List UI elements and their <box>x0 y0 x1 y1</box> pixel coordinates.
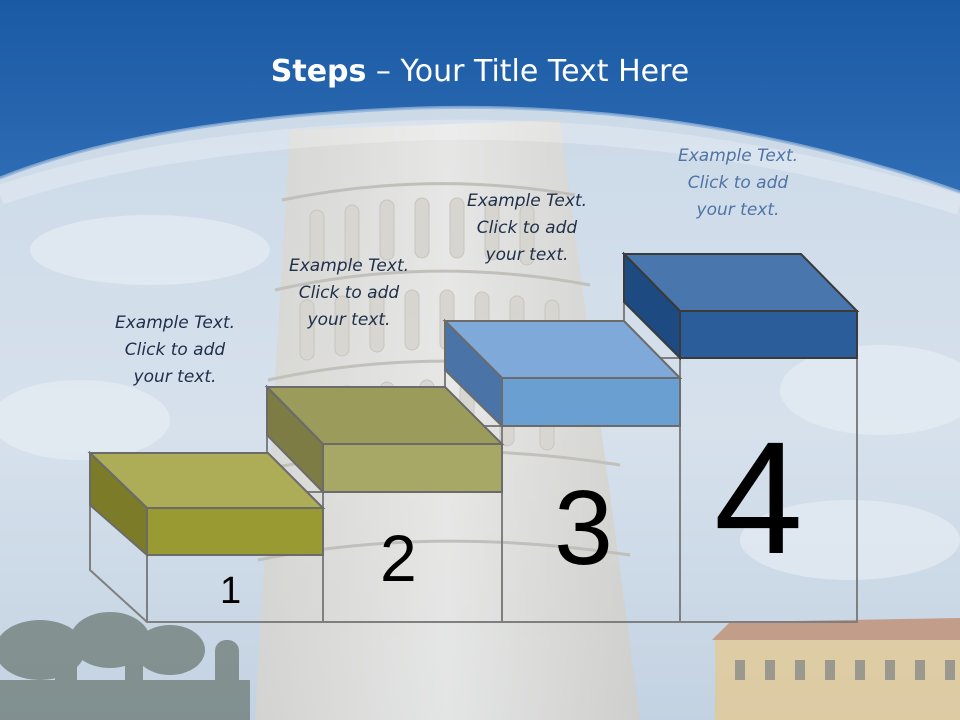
step-2-caption[interactable]: Example Text. Click to add your text. <box>288 256 410 330</box>
title-bold: Steps <box>270 54 367 89</box>
step-2-block[interactable] <box>264 384 505 495</box>
step-4-front <box>679 310 858 359</box>
step-4-caption[interactable]: Example Text. Click to add your text. <box>677 146 799 220</box>
step-4-number: 4 <box>714 408 803 587</box>
step-1-caption[interactable]: Example Text. Click to add your text. <box>114 313 236 387</box>
building <box>712 618 960 720</box>
step-2-front <box>322 443 503 493</box>
step-1-front <box>146 507 324 556</box>
steps-diagram <box>87 251 860 623</box>
step-3-number: 3 <box>554 469 613 587</box>
step-4-block[interactable] <box>621 251 860 361</box>
step-3-front <box>501 377 681 427</box>
step-2-number: 2 <box>380 521 417 595</box>
header-arc-line <box>0 105 960 194</box>
step-3-block[interactable] <box>442 318 683 429</box>
header-arc-glow <box>0 119 960 215</box>
trees <box>0 612 250 720</box>
step-3-caption[interactable]: Example Text. Click to add your text. <box>466 191 588 265</box>
title-rest: – Your Title Text Here <box>366 54 690 89</box>
header-band <box>0 0 960 192</box>
slide-title[interactable]: Steps – Your Title Text Here <box>0 54 960 89</box>
step-1-block[interactable] <box>87 450 326 558</box>
step-1-number: 1 <box>220 570 242 612</box>
clouds <box>0 215 960 580</box>
